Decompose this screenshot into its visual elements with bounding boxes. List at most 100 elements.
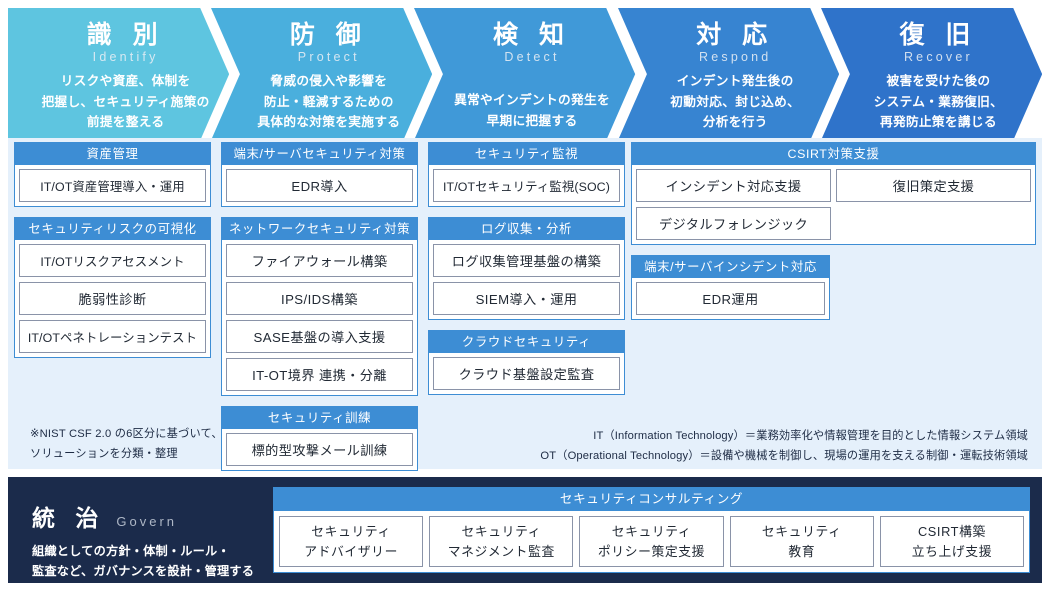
- group-title: クラウドセキュリティ: [461, 335, 592, 349]
- solution-item[interactable]: 標的型攻撃メール訓練: [226, 433, 413, 466]
- group-title: セキュリティコンサルティング: [559, 492, 744, 506]
- phase-description: 被害を受けた後の システム・業務復旧、 再発防止策を講じる: [873, 74, 1004, 130]
- chevron-shape-icon: [820, 8, 1042, 141]
- phase-title-en: Detect: [504, 50, 560, 64]
- consulting-item-line2: 立ち上げ支援: [911, 543, 993, 559]
- phase-title-jp: 対 応: [696, 21, 775, 49]
- consulting-item[interactable]: CSIRT構築 立ち上げ支援: [879, 516, 1025, 567]
- group-log-collection-analysis[interactable]: ログ収集・分析 ログ収集管理基盤の構築 SIEM導入・運用: [428, 217, 625, 320]
- solution-item[interactable]: IT-OT境界 連携・分離: [226, 358, 413, 391]
- group-endpoint-incident-response[interactable]: 端末/サーバインシデント対応 EDR運用: [631, 255, 830, 320]
- group-security-monitoring[interactable]: セキュリティ監視 IT/OTセキュリティ監視(SOC): [428, 142, 625, 207]
- group-endpoint-server-security[interactable]: 端末/サーバセキュリティ対策 EDR導入: [221, 142, 418, 207]
- consulting-item-line1: セキュリティ: [761, 523, 842, 539]
- solution-item[interactable]: SASE基盤の導入支援: [226, 320, 413, 353]
- govern-description-block: 統 治 Govern 組織としての方針・体制・ルール・ 監査など、ガバナンスを設…: [32, 499, 254, 582]
- chevron-shape-icon: [8, 8, 230, 141]
- consulting-item[interactable]: セキュリティ アドバイザリー: [279, 516, 424, 567]
- group-body: セキュリティ アドバイザリー セキュリティ マネジメント監査 セキュリティ ポリ…: [274, 511, 1029, 572]
- group-asset-management[interactable]: 資産管理 IT/OT資産管理導入・運用: [14, 142, 211, 207]
- phase-chevron-protect[interactable]: 防 御 Protect 脅威の侵入や影響を 防止・軽減するための 具体的な対策を…: [211, 8, 433, 141]
- consulting-item-line1: セキュリティ: [311, 523, 391, 539]
- consulting-item-line2: マネジメント監査: [447, 543, 555, 559]
- phase-title-jp: 検 知: [493, 21, 571, 49]
- phase-description: 脅威の侵入や影響を 防止・軽減するための 具体的な対策を実施する: [257, 74, 401, 130]
- group-body: EDR運用: [632, 278, 829, 319]
- solution-item[interactable]: デジタルフォレンジック: [636, 207, 831, 240]
- phase-title-jp: 防 御: [289, 21, 368, 49]
- consulting-item-line1: セキュリティ: [611, 523, 692, 539]
- column-identify: 資産管理 IT/OT資産管理導入・運用 セキュリティリスクの可視化 IT/OTリ…: [14, 142, 211, 358]
- solution-item[interactable]: SIEM導入・運用: [433, 282, 620, 315]
- group-body: クラウド基盤設定監査: [429, 353, 624, 394]
- group-title: ネットワークセキュリティ対策: [228, 222, 411, 236]
- solution-item[interactable]: 復旧策定支援: [836, 169, 1031, 202]
- group-body: IT/OTリスクアセスメント 脆弱性診断 IT/OTペネトレーションテスト: [15, 240, 210, 357]
- govern-description-line2: 監査など、ガバナンスを設計・管理する: [32, 563, 255, 578]
- consulting-item-line1: セキュリティ: [461, 523, 542, 539]
- column-detect: セキュリティ監視 IT/OTセキュリティ監視(SOC) ログ収集・分析 ログ収集…: [428, 142, 625, 395]
- group-title: セキュリティリスクの可視化: [28, 222, 197, 236]
- solution-item[interactable]: IT/OT資産管理導入・運用: [19, 169, 206, 202]
- group-title: ログ収集・分析: [481, 222, 572, 236]
- group-body: インシデント対応支援 復旧策定支援 デジタルフォレンジック: [632, 165, 1035, 244]
- govern-title-en: Govern: [116, 514, 178, 529]
- chevron-shape-icon: [414, 8, 636, 141]
- consulting-item[interactable]: セキュリティ 教育: [729, 516, 874, 567]
- solution-item[interactable]: 脆弱性診断: [19, 282, 206, 315]
- consulting-item[interactable]: セキュリティ ポリシー策定支援: [579, 516, 724, 567]
- phase-title-en: Respond: [698, 50, 772, 64]
- group-body: IT/OT資産管理導入・運用: [15, 165, 210, 206]
- nist-csf-note: ※NIST CSF 2.0 の6区分に基づいて、 ソリューションを分類・整理: [30, 425, 223, 464]
- group-risk-visualization[interactable]: セキュリティリスクの可視化 IT/OTリスクアセスメント 脆弱性診断 IT/OT…: [14, 217, 211, 358]
- group-title: 端末/サーバインシデント対応: [644, 260, 817, 274]
- phase-chevron-recover[interactable]: 復 旧 Recover 被害を受けた後の システム・業務復旧、 再発防止策を講じ…: [820, 8, 1042, 141]
- solution-item[interactable]: ログ収集管理基盤の構築: [433, 244, 620, 277]
- column-respond-recover: CSIRT対策支援 インシデント対応支援 復旧策定支援 デジタルフォレンジック …: [631, 142, 1036, 320]
- solution-item[interactable]: IPS/IDS構築: [226, 282, 413, 315]
- solution-item[interactable]: IT/OTセキュリティ監視(SOC): [433, 169, 620, 202]
- group-cloud-security[interactable]: クラウドセキュリティ クラウド基盤設定監査: [428, 330, 625, 395]
- phase-chevron-identify[interactable]: 識 別 Identify リスクや資産、体制を 把握し、セキュリティ施策の 前提…: [8, 8, 230, 141]
- solution-item[interactable]: ファイアウォール構築: [226, 244, 413, 277]
- consulting-item-line2: ポリシー策定支援: [597, 543, 706, 559]
- solution-matrix-panel: 資産管理 IT/OT資産管理導入・運用 セキュリティリスクの可視化 IT/OTリ…: [8, 138, 1042, 471]
- solution-item[interactable]: EDR導入: [226, 169, 413, 202]
- solution-item[interactable]: IT/OTペネトレーションテスト: [19, 320, 206, 353]
- govern-description: 組織としての方針・体制・ルール・ 監査など、ガバナンスを設計・管理する: [32, 542, 254, 582]
- phase-header-strip: 識 別 Identify リスクや資産、体制を 把握し、セキュリティ施策の 前提…: [8, 8, 1042, 141]
- empty-slot: [836, 207, 1031, 240]
- phase-title-en: Protect: [297, 50, 360, 64]
- group-security-training[interactable]: セキュリティ訓練 標的型攻撃メール訓練: [221, 406, 418, 471]
- group-csirt-support[interactable]: CSIRT対策支援 インシデント対応支援 復旧策定支援 デジタルフォレンジック: [631, 142, 1036, 245]
- nist-csf-note-line2: ソリューションを分類・整理: [30, 447, 178, 460]
- solution-item[interactable]: IT/OTリスクアセスメント: [19, 244, 206, 277]
- solution-item[interactable]: インシデント対応支援: [636, 169, 831, 202]
- govern-heading: 統 治 Govern: [32, 499, 254, 533]
- nist-csf-note-line1: ※NIST CSF 2.0 の6区分に基づいて、: [30, 428, 223, 440]
- phase-title-en: Identify: [92, 50, 159, 64]
- it-ot-definitions: IT（Information Technology）＝業務効率化や情報管理を目的…: [540, 426, 1028, 466]
- chevron-shape-icon: [617, 8, 839, 141]
- govern-band: 統 治 Govern 組織としての方針・体制・ルール・ 監査など、ガバナンスを設…: [8, 477, 1042, 583]
- group-body: 標的型攻撃メール訓練: [222, 429, 417, 470]
- phase-description: インデント発生後の 初動対応、封じ込め、 分析を行う: [670, 74, 801, 130]
- phase-description: リスクや資産、体制を 把握し、セキュリティ施策の 前提を整える: [41, 74, 210, 130]
- phase-chevron-respond[interactable]: 対 応 Respond インデント発生後の 初動対応、封じ込め、 分析を行う: [617, 8, 839, 141]
- consulting-item-line1: CSIRT構築: [917, 523, 986, 539]
- phase-chevron-detect[interactable]: 検 知 Detect 異常やインデントの発生を 早期に把握する: [414, 8, 636, 141]
- phase-title-en: Recover: [903, 50, 973, 64]
- phase-description: 異常やインデントの発生を 早期に把握する: [454, 93, 610, 128]
- ot-definition: OT（Operational Technology）＝設備や機械を制御し、現場の…: [540, 450, 1028, 463]
- group-security-consulting[interactable]: セキュリティコンサルティング セキュリティ アドバイザリー セキュリティ マネジ…: [273, 487, 1030, 573]
- column-protect: 端末/サーバセキュリティ対策 EDR導入 ネットワークセキュリティ対策 ファイア…: [221, 142, 418, 471]
- consulting-item-line2: 教育: [788, 543, 816, 559]
- group-network-security[interactable]: ネットワークセキュリティ対策 ファイアウォール構築 IPS/IDS構築 SASE…: [221, 217, 418, 396]
- group-body: IT/OTセキュリティ監視(SOC): [429, 165, 624, 206]
- group-body: EDR導入: [222, 165, 417, 206]
- chevron-shape-icon: [211, 8, 433, 141]
- consulting-item[interactable]: セキュリティ マネジメント監査: [429, 516, 574, 567]
- solution-item[interactable]: EDR運用: [636, 282, 825, 315]
- govern-title-jp: 統 治: [32, 505, 106, 531]
- solution-item[interactable]: クラウド基盤設定監査: [433, 357, 620, 390]
